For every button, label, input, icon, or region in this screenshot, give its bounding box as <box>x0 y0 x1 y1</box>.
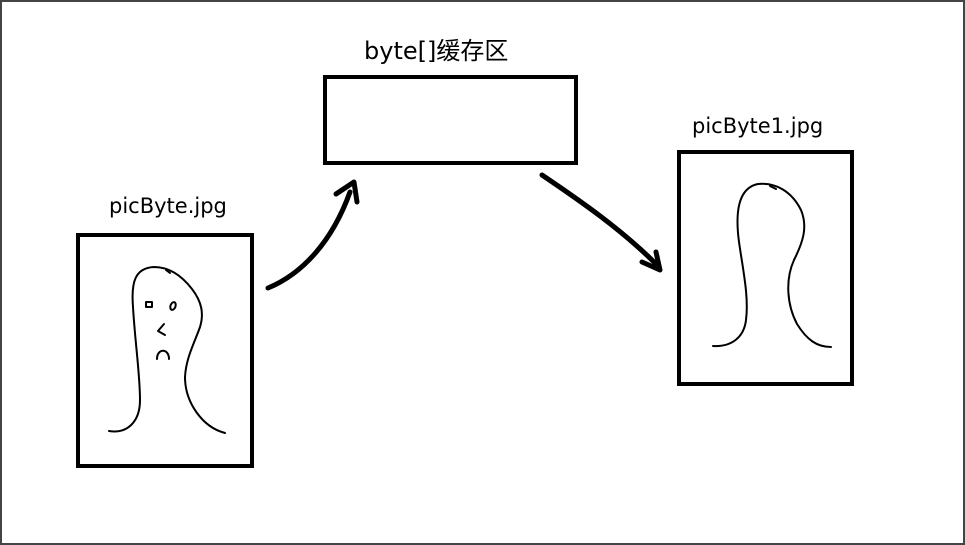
arrow-source-to-buffer <box>265 179 360 291</box>
arrow-buffer-to-target <box>539 172 663 273</box>
target-head-tuft <box>769 185 777 190</box>
buffer-box <box>323 75 578 165</box>
mouth <box>156 349 170 360</box>
buffer-label: byte[]缓存区 <box>364 37 509 65</box>
source-head-outline <box>108 266 226 434</box>
nose <box>157 323 166 336</box>
target-person-sketch <box>712 182 832 348</box>
source-file-label: picByte.jpg <box>109 194 227 218</box>
source-picture-frame <box>76 233 254 468</box>
right-eye <box>169 301 177 311</box>
left-eye <box>145 301 153 308</box>
target-head-outline <box>712 182 832 348</box>
target-file-label: picByte1.jpg <box>692 114 824 138</box>
source-person-sketch <box>108 266 226 434</box>
head-tuft <box>165 269 171 274</box>
target-picture-frame <box>677 150 854 386</box>
